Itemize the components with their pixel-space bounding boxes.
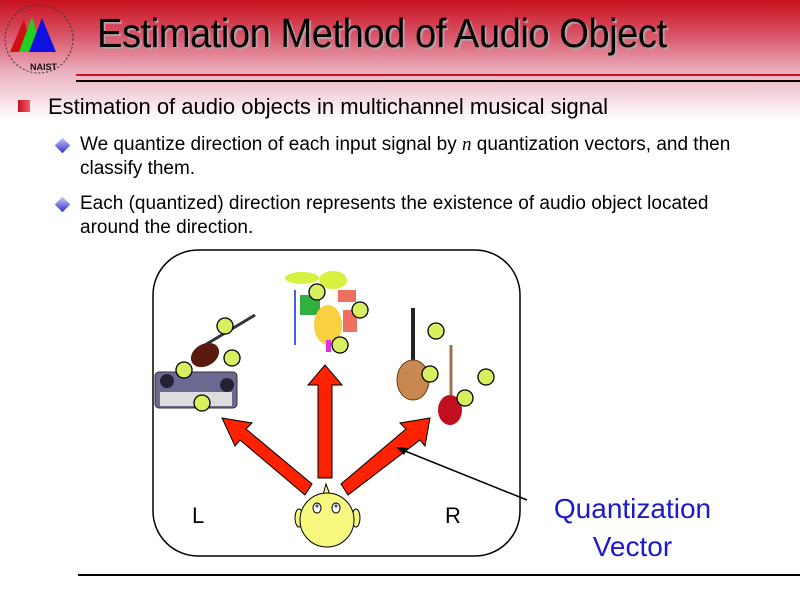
sub-bullet-2: Each (quantized) direction represents th… bbox=[80, 193, 709, 238]
listener-face-icon bbox=[294, 482, 361, 548]
audio-object-points bbox=[175, 283, 495, 412]
left-channel-label: L bbox=[192, 503, 205, 528]
main-bullet: Estimation of audio objects in multichan… bbox=[48, 94, 609, 119]
quantization-vector-callout: Quantization Vector bbox=[553, 493, 712, 562]
quantization-arrow-left bbox=[221, 417, 313, 496]
title-divider-red bbox=[76, 74, 800, 76]
title-divider-black bbox=[76, 80, 800, 82]
sub-bullet-1-italic: n bbox=[462, 134, 472, 155]
callout-arrowhead bbox=[396, 447, 408, 455]
acoustic-guitar-icon bbox=[396, 308, 430, 401]
footer-divider bbox=[78, 574, 800, 576]
electric-guitar-icon bbox=[438, 345, 462, 425]
sub-bullet-1: We quantize direction of each input sign… bbox=[80, 133, 770, 181]
quantization-arrow-right bbox=[340, 417, 431, 496]
slide-title: Estimation Method of Audio Object bbox=[97, 10, 667, 56]
sub-bullet-1-text: We quantize direction of each input sign… bbox=[80, 134, 462, 155]
diagram-frame bbox=[152, 249, 521, 557]
callout-line bbox=[399, 448, 528, 501]
drum-kit-icon bbox=[285, 271, 357, 352]
quantization-arrow-center bbox=[306, 364, 344, 479]
square-bullet-icon bbox=[18, 100, 30, 112]
right-channel-label: R bbox=[445, 503, 461, 528]
svg-text:NAIST: NAIST bbox=[30, 62, 58, 72]
sub-bullet-1-text-end: quantization vectors, and then classify … bbox=[80, 134, 731, 179]
header-gradient bbox=[0, 0, 800, 120]
naist-logo: NAIST bbox=[4, 4, 74, 74]
